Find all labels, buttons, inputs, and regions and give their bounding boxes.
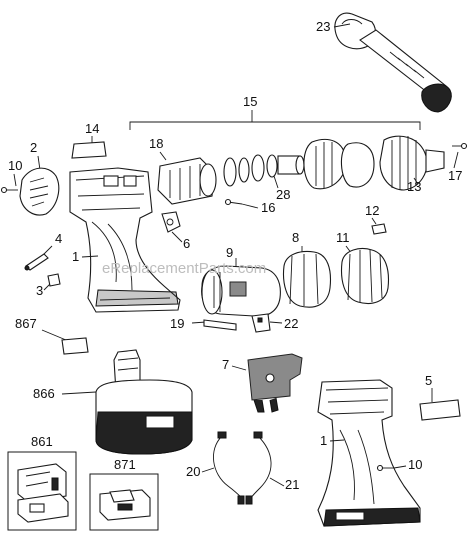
callout-20: 20: [186, 464, 200, 479]
callout-18: 18: [149, 136, 163, 151]
part-18-gear-housing[interactable]: [157, 157, 217, 205]
bracket-15: [129, 121, 421, 130]
part-17-screw[interactable]: [452, 142, 468, 150]
part-20-21-wire-harness[interactable]: [213, 431, 272, 505]
callout-14: 14: [85, 121, 99, 136]
callout-866: 866: [33, 386, 55, 401]
callout-3: 3: [36, 283, 43, 298]
part-22-terminal[interactable]: [251, 313, 271, 333]
part-7-switch[interactable]: [247, 353, 303, 413]
callout-23: 23: [316, 19, 330, 34]
callout-28: 28: [276, 187, 290, 202]
part-3-clip[interactable]: [47, 273, 61, 287]
part-9-motor[interactable]: [201, 265, 281, 317]
part-861-carry-case[interactable]: [7, 451, 77, 531]
part-10-screw-top[interactable]: [0, 186, 19, 194]
callout-21: 21: [285, 477, 299, 492]
part-13-chuck[interactable]: [379, 135, 445, 191]
watermark: eReplacementParts.com: [102, 260, 266, 277]
part-23-side-handle[interactable]: [334, 12, 452, 113]
callout-6: 6: [183, 236, 190, 251]
part-8-motor-housing[interactable]: [282, 250, 332, 308]
part-4-pin[interactable]: [24, 253, 49, 271]
leader-23: [333, 23, 351, 28]
part-10-screw-bottom[interactable]: [376, 464, 395, 472]
callout-9: 9: [226, 245, 233, 260]
part-14-label[interactable]: [71, 141, 107, 159]
part-5-label[interactable]: [419, 399, 461, 421]
callout-17: 17: [448, 168, 462, 183]
callout-16: 16: [261, 200, 275, 215]
callout-10-top: 10: [8, 158, 22, 173]
part-6-switch-lever[interactable]: [161, 211, 181, 233]
part-871-charger[interactable]: [89, 473, 159, 531]
callout-1-left: 1: [72, 249, 79, 264]
callout-4: 4: [55, 231, 62, 246]
part-11-ring-gear[interactable]: [340, 247, 390, 305]
callout-1-right: 1: [320, 433, 327, 448]
part-clutch-collar[interactable]: [303, 138, 375, 190]
part-2-end-cap[interactable]: [19, 167, 60, 216]
part-19-contact[interactable]: [203, 319, 237, 331]
callout-7: 7: [222, 357, 229, 372]
part-12-clip[interactable]: [371, 223, 387, 235]
callout-19: 19: [170, 316, 184, 331]
callout-861: 861: [31, 434, 53, 449]
part-16-screw[interactable]: [224, 198, 243, 206]
callout-12: 12: [365, 203, 379, 218]
part-1-housing-right[interactable]: [317, 379, 421, 527]
part-clutch-rings[interactable]: [223, 154, 305, 187]
callout-2: 2: [30, 140, 37, 155]
callout-15: 15: [243, 94, 257, 109]
callout-10-bottom: 10: [408, 457, 422, 472]
callout-871: 871: [114, 457, 136, 472]
callout-5: 5: [425, 373, 432, 388]
callout-8: 8: [292, 230, 299, 245]
callout-13: 13: [407, 179, 421, 194]
callout-11: 11: [336, 230, 350, 245]
part-867-label[interactable]: [61, 337, 89, 355]
part-866-battery-pack[interactable]: [95, 349, 193, 455]
callout-867: 867: [15, 316, 37, 331]
callout-22: 22: [284, 316, 298, 331]
part-1-housing-left[interactable]: [69, 167, 181, 313]
